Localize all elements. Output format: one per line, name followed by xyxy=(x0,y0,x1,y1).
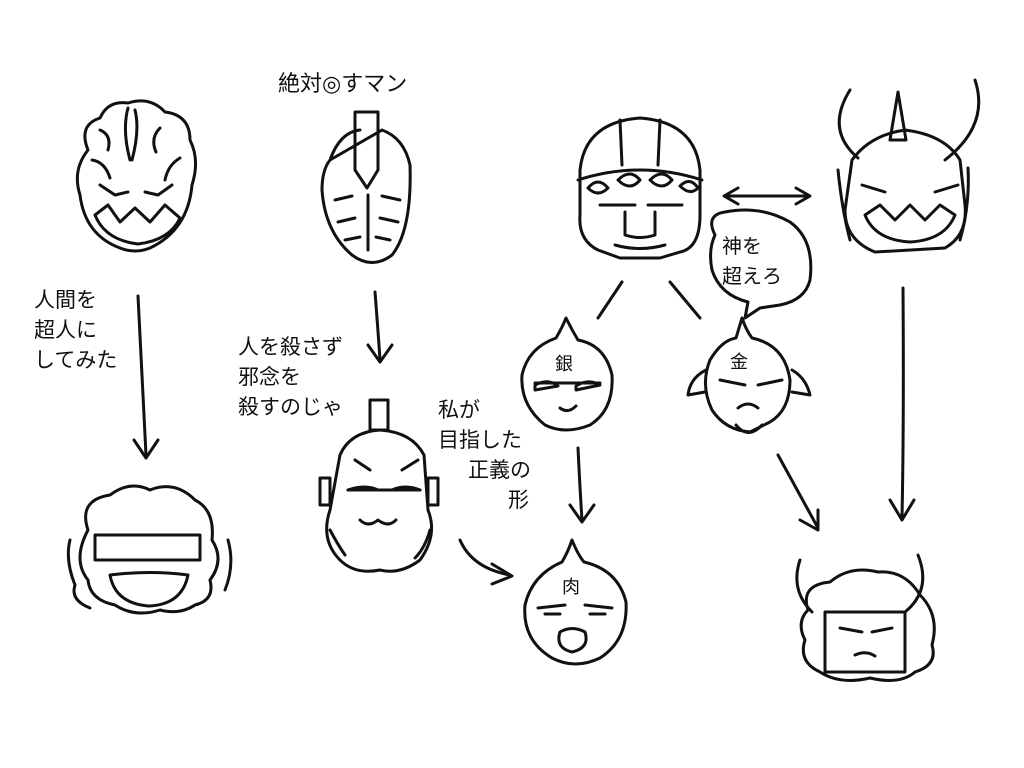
hito-line-3: 殺すのじゃ xyxy=(238,395,343,419)
watashi-line-4: 形 xyxy=(508,488,529,512)
crowned-helmet-head xyxy=(576,116,704,260)
watashi-note: 私が 目指した 正義の 形 xyxy=(438,395,531,515)
horned-afro-head xyxy=(795,553,936,682)
branch-line-right xyxy=(668,280,702,320)
hito-note: 人を殺さず 邪念を 殺すのじゃ xyxy=(238,332,343,422)
ningen-line-2: 超人に xyxy=(34,318,97,342)
arrow-silver-down xyxy=(568,446,596,524)
ningen-line-3: してみた xyxy=(34,348,118,372)
arrow-mohawk-down xyxy=(366,290,394,364)
mohawk-mask-head xyxy=(320,110,412,264)
ningen-line-1: 人間を xyxy=(34,288,97,312)
gold-onion-head: 金 xyxy=(686,316,812,434)
arrow-left-down xyxy=(132,294,160,460)
spiky-mask-head xyxy=(75,99,197,253)
bubble-text-line-2: 超えろ xyxy=(722,264,782,288)
arrow-gold-down xyxy=(776,453,820,532)
silver-onion-head: 銀 xyxy=(520,316,614,432)
bearded-visor-head xyxy=(318,398,440,573)
zettai-label: 絶対◎すマン xyxy=(278,72,408,97)
meat-mark-text: 肉 xyxy=(562,577,580,598)
branch-line-left xyxy=(596,280,624,320)
silver-mark-text: 銀 xyxy=(555,354,573,375)
hito-line-1: 人を殺さず xyxy=(238,335,343,359)
hito-line-2: 邪念を xyxy=(238,365,301,389)
watashi-line-2: 目指した xyxy=(438,428,522,452)
curly-hair-grin-head xyxy=(66,484,233,615)
speech-bubble: 神を 超えろ xyxy=(709,208,813,320)
horned-samurai-head xyxy=(836,78,981,254)
bubble-text-line-1: 神を xyxy=(722,234,762,258)
arrow-samurai-down xyxy=(888,286,916,522)
double-arrow xyxy=(722,186,812,206)
watashi-line-3: 正義の xyxy=(468,458,531,482)
gold-mark-text: 金 xyxy=(730,352,748,373)
arrow-bearded-to-bottom xyxy=(458,538,514,586)
watashi-line-1: 私が xyxy=(438,398,480,422)
meat-onion-head: 肉 xyxy=(523,538,628,666)
ningen-note: 人間を 超人に してみた xyxy=(34,285,117,375)
